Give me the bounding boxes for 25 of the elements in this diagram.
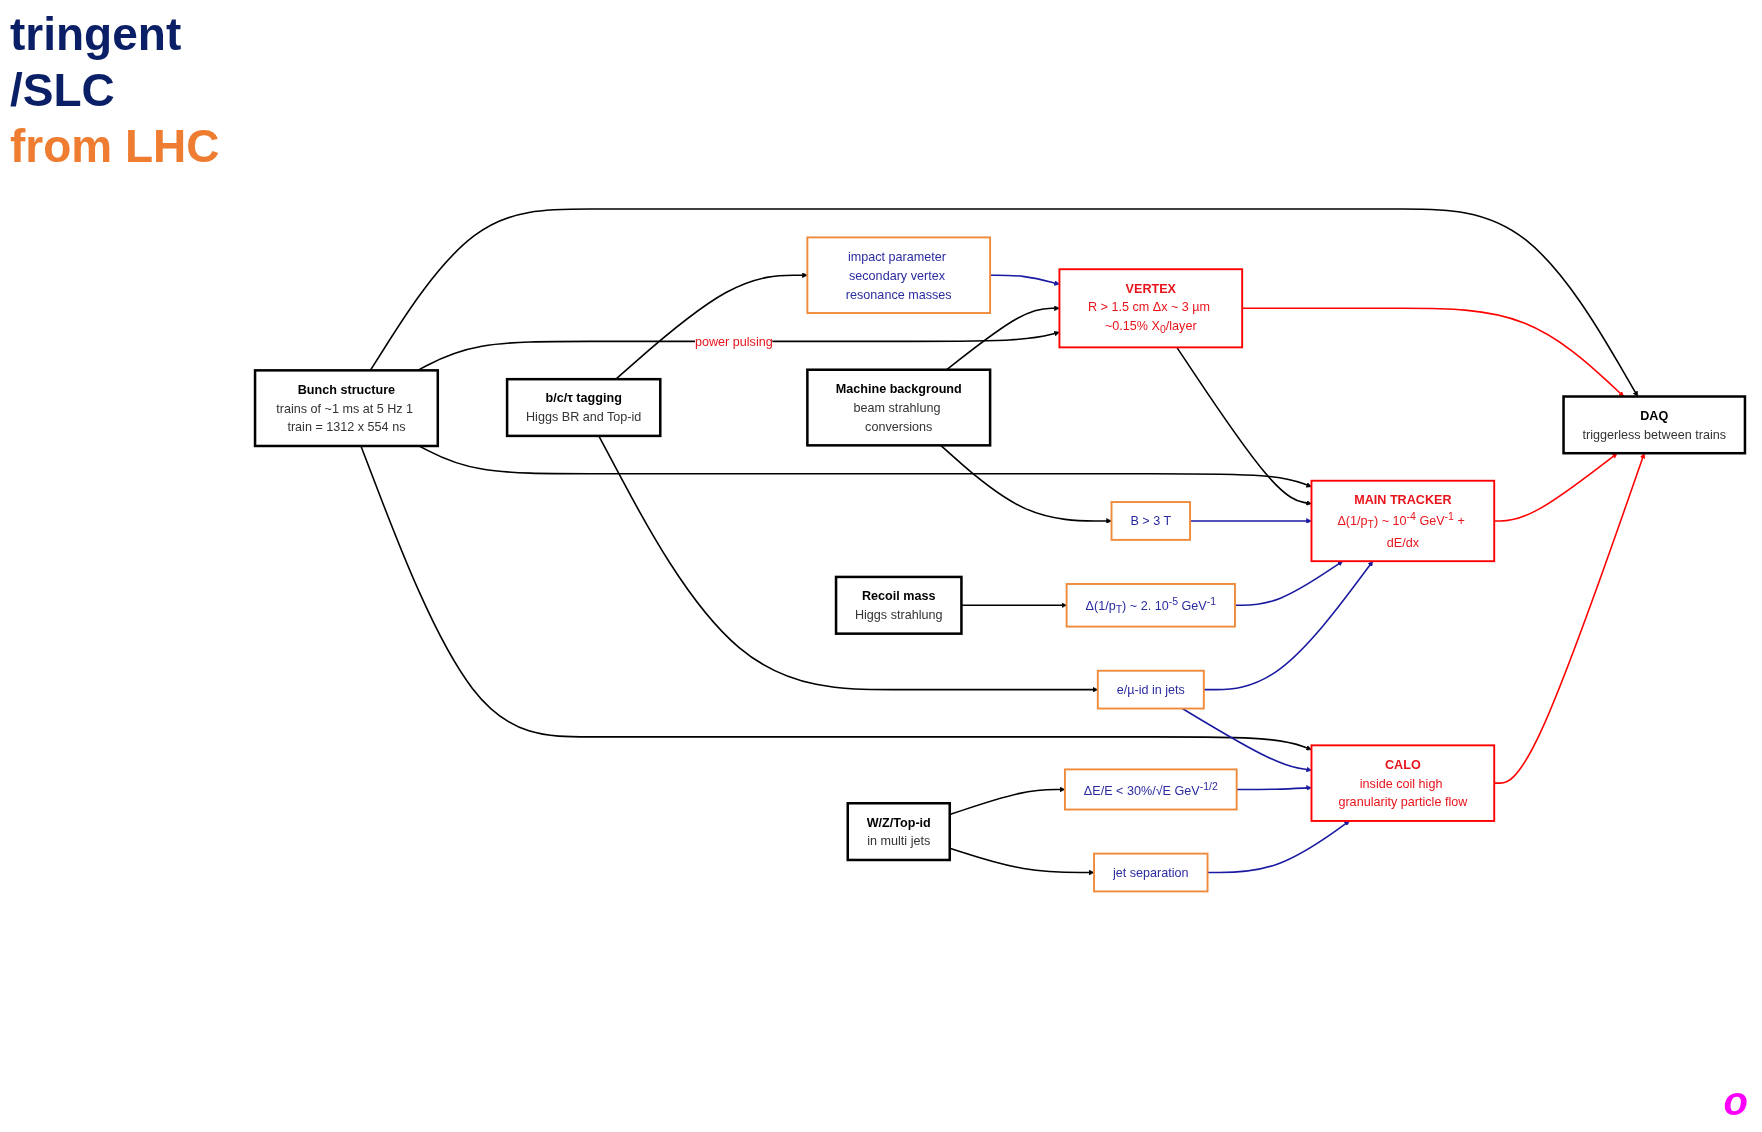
node-box: b/c/τ tagging Higgs BR and Top-id	[505, 377, 662, 437]
arrow	[1181, 707, 1312, 772]
arrow	[1176, 346, 1312, 506]
node-box: Δ(1/p$_{T}$) ~ 2. 10$^{-5}$ GeV$^{-1}$	[1065, 582, 1236, 628]
node-box: CALO inside coil high granularity particle flow	[1310, 744, 1496, 822]
text-fragment: o	[1723, 1079, 1748, 1124]
node-box: W/Z/Top-id in multi jets	[846, 801, 951, 861]
node-box: e/µ-id in jets	[1096, 669, 1205, 710]
node-box: jet separation	[1093, 852, 1209, 893]
node-box: Bunch structure trains of ~1 ms at 5 Hz 1 train = 1312 x 554 ns	[253, 368, 440, 447]
heading-fragment: tringent	[10, 7, 183, 62]
heading-fragment: from LHC	[10, 119, 220, 174]
node-box: Machine background beam strahlung conversions	[806, 368, 992, 447]
node-box: B > 3 T	[1110, 500, 1192, 541]
node-box: MAIN TRACKER Δ(1/p$_{T}$) ~ 10$^{-4}$ GeV$^{-1}$ + dE/dx	[1310, 479, 1496, 562]
arrow	[1203, 560, 1374, 691]
arrow	[1234, 560, 1343, 606]
heading-fragment: /SLC	[10, 63, 116, 118]
arrow	[369, 208, 1639, 397]
node-box: Recoil mass Higgs strahlung	[834, 575, 963, 635]
node-box: DAQ triggerless between trains	[1562, 395, 1747, 455]
node-box: impact parameter secondary vertex resonance masses	[806, 236, 992, 314]
edge-label: power pulsing	[694, 334, 773, 349]
node-box: VERTEX R > 1.5 cm Δx ~ 3 µm ~0.15% X$_{0}$/layer	[1058, 268, 1244, 349]
node-box: ΔE/E < 30%/√E GeV$^{-1/2}$	[1063, 768, 1238, 811]
